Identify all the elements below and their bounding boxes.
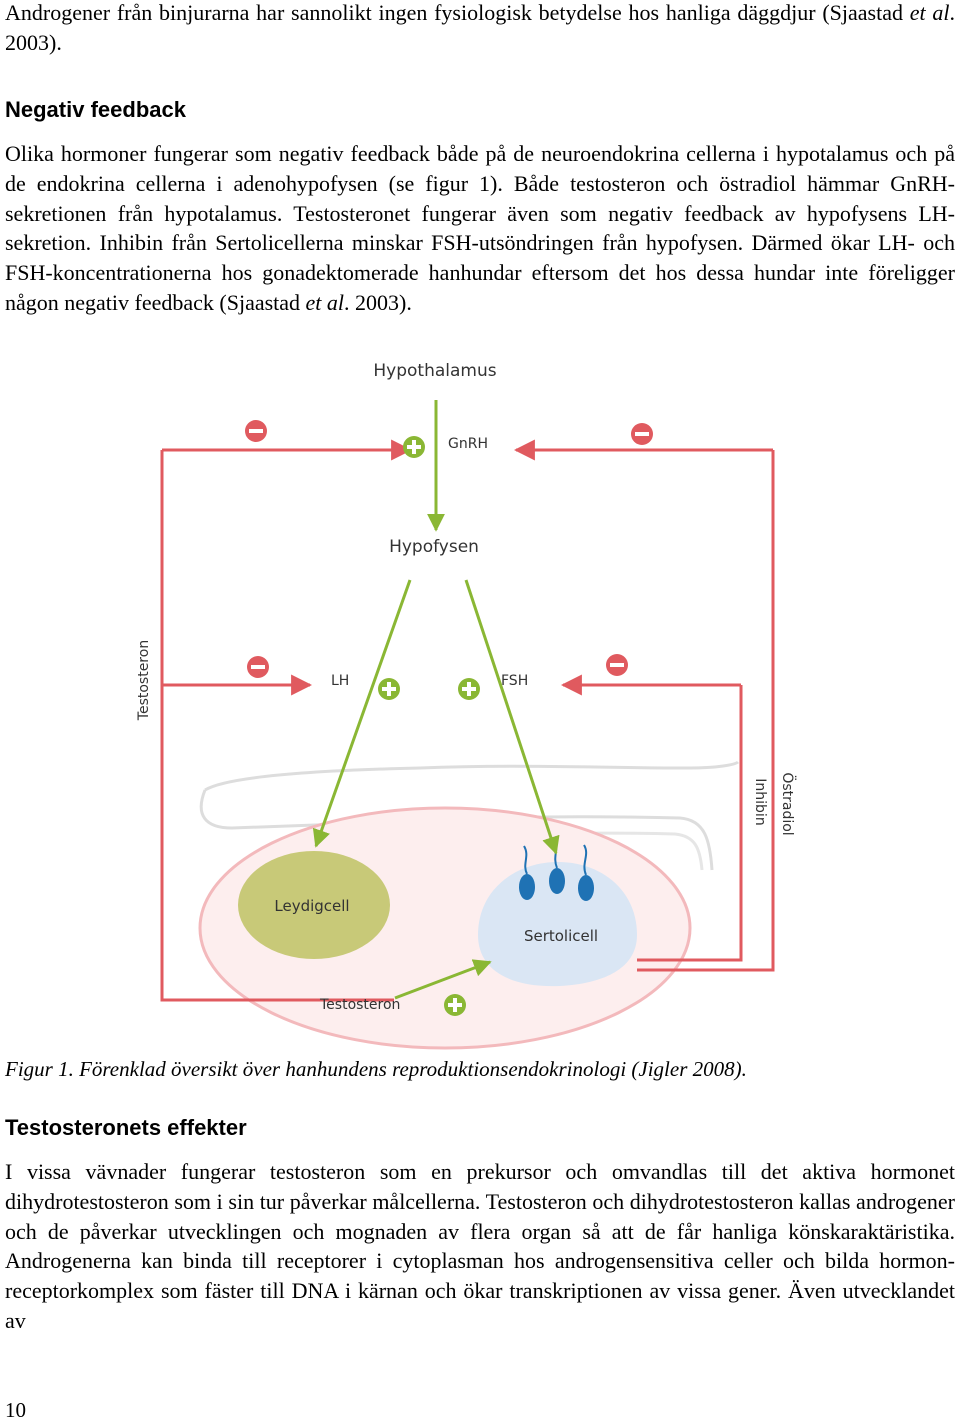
endocrine-figure: Leydigcell Sertolicell Hypothalamus GnRH…	[136, 361, 797, 1050]
gnrh-label: GnRH	[448, 436, 488, 452]
hypothalamus-label: Hypothalamus	[373, 361, 496, 381]
lh-label: LH	[331, 673, 349, 689]
intro-paragraph: Androgener från binjurarna har sannolikt…	[5, 0, 955, 58]
heading-negativ-feedback: Negativ feedback	[5, 97, 186, 122]
fsh-label: FSH	[501, 673, 528, 689]
heading-testosteronets-effekter: Testosteronets effekter	[5, 1115, 247, 1140]
feedback-italic: et al	[305, 289, 345, 315]
page-number: 10	[5, 1398, 26, 1422]
hypofysen-label: Hypofysen	[389, 537, 479, 557]
testosteron-vertical-label: Testosteron	[136, 640, 152, 721]
intro-text: Androgener från binjurarna har sannolikt…	[5, 0, 910, 25]
lh-arrow	[312, 579, 412, 848]
inhibin-vertical-label: Inhibin	[752, 778, 768, 825]
testosteron-to-sertoli-arrow	[394, 959, 492, 1000]
leydig-label: Leydigcell	[274, 897, 349, 915]
feedback-text-end: . 2003).	[344, 289, 412, 315]
figure-caption: Figur 1. Förenklad översikt över hanhund…	[5, 1057, 747, 1081]
ostradiol-loop	[637, 450, 775, 972]
testosteron-loop-left	[160, 450, 394, 1002]
fsh-arrow	[464, 579, 560, 855]
plus-icon	[378, 678, 400, 700]
feedback-paragraph: Olika hormoner fungerar som negativ feed…	[5, 139, 955, 318]
plus-icon	[458, 678, 480, 700]
feedback-text: Olika hormoner fungerar som negativ feed…	[5, 141, 955, 315]
testosteron-bottom-label: Testosteron	[319, 997, 400, 1013]
sertoli-cell	[478, 862, 637, 987]
plus-icon	[403, 436, 425, 458]
ostradiol-vertical-label: Östradiol	[779, 772, 797, 835]
sertoli-label: Sertolicell	[524, 927, 598, 945]
plus-icon	[444, 994, 466, 1016]
minus-icon	[245, 420, 267, 442]
inhibin-loop	[637, 685, 743, 962]
minus-icon	[631, 423, 653, 445]
spermatids	[519, 837, 594, 901]
minus-icon	[606, 654, 628, 676]
minus-icon	[247, 656, 269, 678]
leydig-cell	[238, 851, 390, 959]
intro-italic: et al	[909, 0, 950, 25]
effects-paragraph: I vissa vävnader fungerar testosteron so…	[5, 1159, 955, 1333]
intro-text-end: . 2003).	[5, 0, 955, 55]
